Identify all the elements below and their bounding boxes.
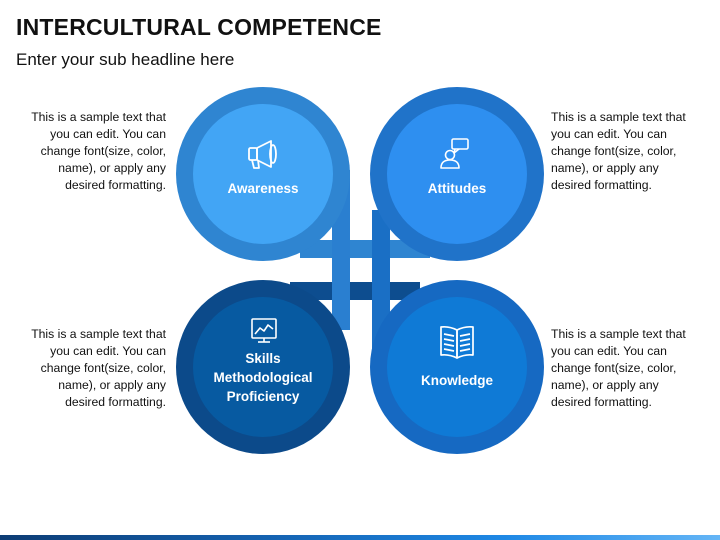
presentation-chart-icon <box>251 318 277 343</box>
skills-label: Skills Methodological Proficiency <box>213 351 313 404</box>
open-book-icon <box>440 325 474 359</box>
awareness-label: Awareness <box>227 181 299 196</box>
attitudes-inner-circle <box>387 104 527 244</box>
skills-inner-circle <box>193 297 333 437</box>
attitudes-description: This is a sample text that you can edit.… <box>551 110 686 192</box>
awareness-inner-circle <box>193 104 333 244</box>
page-title: INTERCULTURAL COMPETENCE <box>16 14 382 40</box>
attitudes-label: Attitudes <box>427 181 487 196</box>
awareness-description: This is a sample text that you can edit.… <box>31 110 166 192</box>
knowledge-label: Knowledge <box>420 373 493 388</box>
page-subtitle: Enter your sub headline here <box>16 50 235 69</box>
megaphone-icon <box>248 140 277 169</box>
knowledge-inner-circle <box>387 297 527 437</box>
footer-accent-bar <box>0 535 720 540</box>
person-speech-icon <box>440 138 469 169</box>
skills-description: This is a sample text that you can edit.… <box>31 327 166 409</box>
knowledge-description: This is a sample text that you can edit.… <box>551 327 686 409</box>
